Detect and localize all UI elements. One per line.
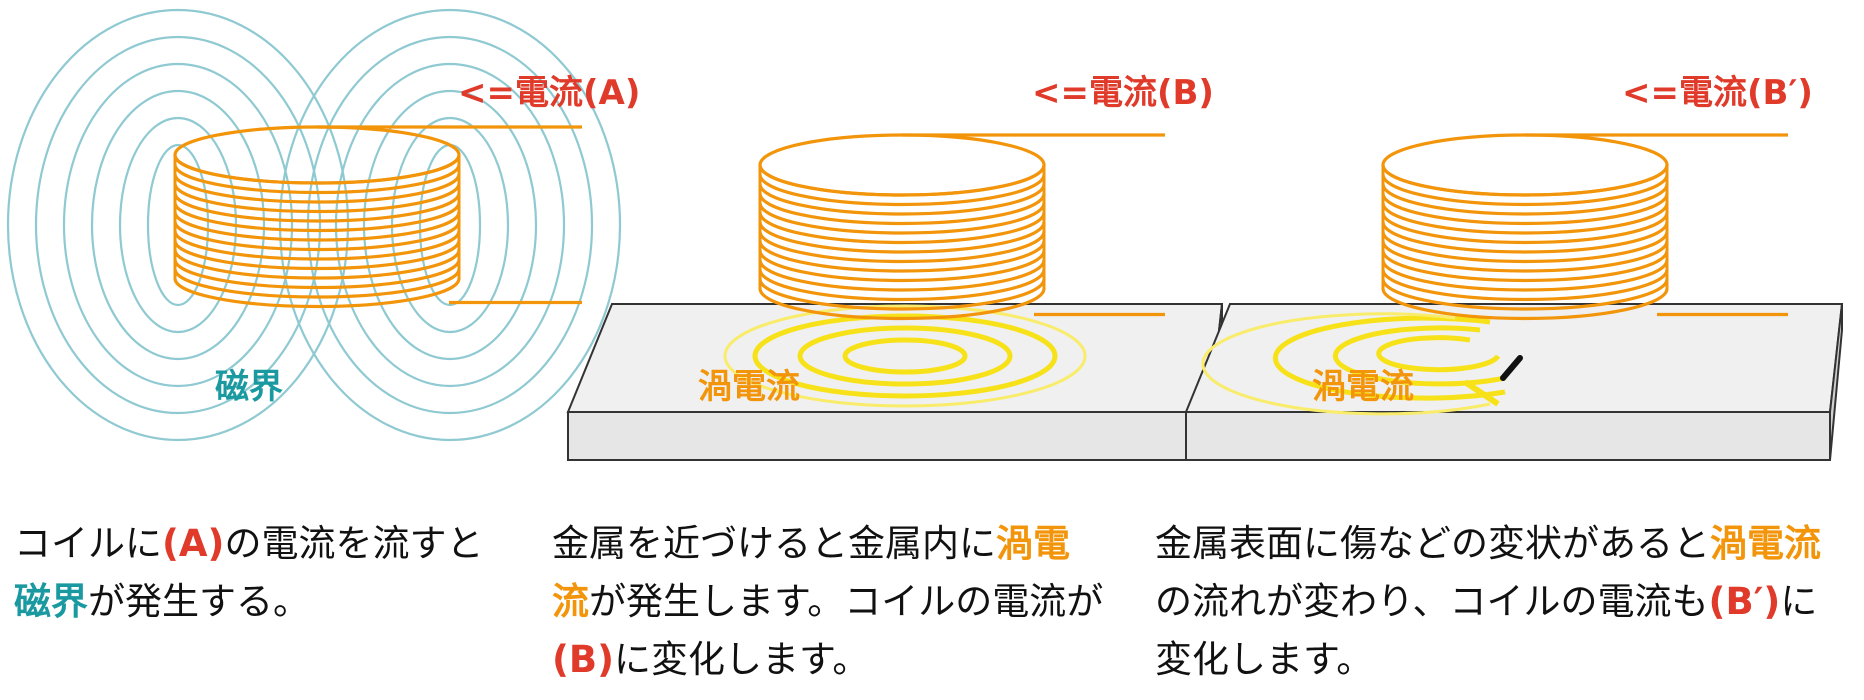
current-label-b-prime: <=電流(B′) — [1622, 73, 1813, 113]
coil-winding — [1381, 269, 1669, 302]
coil-3 — [1381, 133, 1788, 321]
coil-winding — [1381, 240, 1669, 273]
caption-2-text-c: に変化します。 — [614, 638, 870, 681]
coil-winding — [173, 183, 461, 214]
caption-2-eddy-a: 渦電 — [996, 522, 1070, 565]
panel-metal-defect — [1184, 133, 1844, 461]
caption-1-current-a: (A) — [162, 522, 225, 565]
coil-winding — [173, 202, 461, 233]
current-label-a: <=電流(A) — [458, 73, 640, 113]
coil-winding — [1381, 288, 1669, 321]
coil-winding — [758, 174, 1046, 207]
eddy-label-1: 渦電流 — [698, 367, 800, 407]
coil-winding — [1381, 231, 1669, 264]
eddy-label-2: 渦電流 — [1312, 367, 1414, 407]
coil-winding — [758, 164, 1046, 197]
magnetic-field-lines — [6, 8, 622, 442]
coil-top-ring — [173, 125, 461, 185]
coil-winding — [758, 183, 1046, 216]
coil-winding — [1381, 164, 1669, 197]
eddy-current-diagram: <=電流(A) 磁界 <=電流(B) 渦電流 <=電流(B′) 渦電流 — [6, 8, 1844, 461]
caption-3: 金属表面に傷などの変状があると渦電流 の流れが変わり、コイルの電流も(B′)に … — [1155, 515, 1860, 689]
current-label-b: <=電流(B) — [1032, 73, 1214, 113]
coil-winding — [1381, 221, 1669, 254]
coil-winding — [1381, 259, 1669, 292]
caption-2-eddy-b: 流 — [552, 580, 589, 623]
coil-winding — [758, 221, 1046, 254]
coil-winding — [1381, 278, 1669, 311]
caption-1: コイルに(A)の電流を流すと 磁界が発生する。 — [14, 515, 534, 631]
coil-winding — [173, 259, 461, 290]
coil-winding — [1381, 193, 1669, 226]
caption-2-text-b: が発生します。コイルの電流が — [589, 580, 1104, 623]
coil-winding — [173, 249, 461, 280]
caption-2-text-a: 金属を近づけると金属内に — [552, 522, 996, 565]
caption-3-text-d: 変化します。 — [1155, 638, 1374, 681]
coil-winding — [173, 211, 461, 242]
caption-1-field: 磁界 — [14, 580, 88, 623]
caption-2: 金属を近づけると金属内に渦電 流が発生します。コイルの電流が (B)に変化します… — [552, 515, 1112, 689]
coil-1 — [173, 125, 582, 309]
coil-winding — [173, 164, 461, 195]
eddy-current-rings-1 — [723, 304, 1087, 408]
coil-top-ring — [1381, 133, 1669, 197]
coil-winding — [1381, 174, 1669, 207]
caption-3-text-a: 金属表面に傷などの変状があると — [1155, 522, 1710, 565]
coil-winding — [1381, 183, 1669, 216]
caption-1-text-c: が発生する。 — [88, 580, 310, 623]
coil-winding — [173, 173, 461, 204]
coil-winding — [758, 288, 1046, 321]
coil-winding — [758, 212, 1046, 245]
coil-2 — [758, 133, 1165, 321]
caption-3-text-c: に — [1780, 580, 1818, 623]
panel-coil-field — [6, 8, 622, 442]
coil-winding — [173, 268, 461, 299]
caption-1-text-b: の電流を流すと — [224, 522, 484, 565]
coil-winding — [758, 231, 1046, 264]
coil-winding — [758, 250, 1046, 283]
coil-winding — [758, 259, 1046, 292]
field-label: 磁界 — [215, 367, 283, 407]
coil-winding — [173, 240, 461, 271]
coil-winding — [758, 269, 1046, 302]
caption-3-text-b: の流れが変わり、コイルの電流も — [1155, 580, 1709, 623]
panel-metal-eddy — [566, 133, 1224, 461]
metal-plate-2 — [1184, 303, 1844, 461]
coil-winding — [758, 193, 1046, 226]
coil-winding — [173, 221, 461, 252]
coil-winding — [1381, 250, 1669, 283]
coil-winding — [173, 278, 461, 309]
coil-winding — [758, 278, 1046, 311]
coil-winding — [758, 240, 1046, 273]
eddy-current-rings-2 — [1201, 312, 1506, 416]
coil-winding — [1381, 212, 1669, 245]
coil-winding — [173, 230, 461, 261]
caption-1-text-a: コイルに — [14, 522, 162, 565]
defect-crack — [1500, 355, 1523, 381]
caption-3-eddy: 渦電流 — [1710, 522, 1821, 565]
caption-2-current-b: (B) — [552, 638, 615, 681]
caption-3-current-b-prime: (B′) — [1708, 580, 1781, 623]
coil-top-ring — [758, 133, 1046, 197]
coil-winding — [173, 192, 461, 223]
coil-winding — [758, 202, 1046, 235]
coil-winding — [1381, 202, 1669, 235]
